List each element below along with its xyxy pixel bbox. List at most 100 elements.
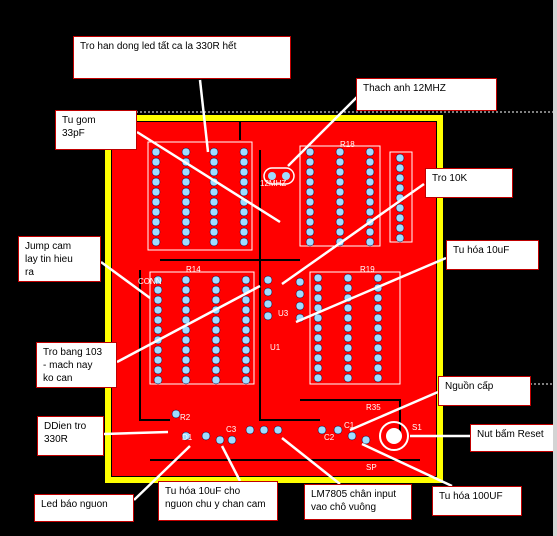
pcb-pad (151, 237, 161, 247)
pcb-pad (209, 147, 219, 157)
pcb-pad (151, 207, 161, 217)
pcb-pad (241, 355, 251, 365)
silk-c3: C3 (226, 425, 237, 434)
pcb-pad (151, 147, 161, 157)
pcb-pad (395, 153, 405, 163)
pcb-pad (373, 353, 383, 363)
pcb-pad (347, 431, 357, 441)
pcb-pad (259, 425, 269, 435)
pcb-pad (153, 305, 163, 315)
pcb-pad (335, 217, 345, 227)
pcb-pad (151, 187, 161, 197)
pcb-pad (211, 285, 221, 295)
pcb-pad (343, 323, 353, 333)
pcb-pad (181, 375, 191, 385)
pcb-pad (373, 343, 383, 353)
pcb-pad (209, 167, 219, 177)
pointer (349, 390, 439, 432)
pcb-pad (181, 365, 191, 375)
trace (139, 270, 170, 421)
pcb-pad (395, 173, 405, 183)
pcb-pad (335, 227, 345, 237)
pcb-pad (181, 431, 191, 441)
pcb-pad (317, 425, 327, 435)
annotation-res-103: Tro bang 103 - mach nay ko can (36, 342, 117, 388)
pcb-pad (295, 277, 305, 287)
pcb-pad (239, 187, 249, 197)
pcb-pad (209, 227, 219, 237)
pcb-pad (333, 425, 343, 435)
pcb-pad (365, 237, 375, 247)
pcb-pad (373, 323, 383, 333)
silk-r18: R18 (340, 140, 355, 149)
pcb-pad (211, 345, 221, 355)
pcb-pad (313, 323, 323, 333)
pcb-pad (245, 425, 255, 435)
annotation-jumper: Jump cam lay tin hieu ra (18, 236, 101, 282)
silk-sp: SP (366, 463, 377, 472)
reset-button-component (379, 421, 409, 451)
pcb-pad (395, 233, 405, 243)
pcb-pad (305, 187, 315, 197)
pcb-pad (181, 197, 191, 207)
pcb-pad (209, 237, 219, 247)
pcb-pad (373, 373, 383, 383)
pcb-pad (263, 287, 273, 297)
pcb-pad (239, 157, 249, 167)
pcb-pad (365, 147, 375, 157)
pcb-pad (239, 237, 249, 247)
annotation-cap-33pf: Tu gom 33pF (55, 110, 137, 150)
pcb-pad (241, 335, 251, 345)
pcb-pad (305, 197, 315, 207)
pcb-pad (343, 373, 353, 383)
pcb-pad (211, 335, 221, 345)
annotation-crystal: Thach anh 12MHZ (356, 78, 497, 111)
pcb-pad (263, 311, 273, 321)
pcb-pad (335, 197, 345, 207)
pcb-pad (313, 353, 323, 363)
board-outline (105, 115, 443, 483)
pointer (133, 445, 191, 501)
pcb-pad (313, 293, 323, 303)
silk-conn: CONN (138, 277, 162, 286)
annotation-power-led: Led báo nguon (34, 494, 134, 522)
pcb-pad (209, 187, 219, 197)
silk-r35: R35 (366, 403, 381, 412)
pcb-pad (211, 295, 221, 305)
silk-c2: C2 (324, 433, 335, 442)
pcb-pad (241, 275, 251, 285)
pcb-pad (295, 301, 305, 311)
component-outline (149, 271, 255, 385)
component-outline (309, 271, 401, 385)
crystal-component (263, 167, 295, 185)
pcb-pad (181, 275, 191, 285)
pcb-pad (181, 295, 191, 305)
pcb-pad (395, 213, 405, 223)
pcb-pad (335, 177, 345, 187)
pcb-pad (273, 425, 283, 435)
window-scrollbar[interactable] (553, 0, 557, 536)
pcb-pad (211, 325, 221, 335)
pointer (361, 442, 453, 488)
pcb-pad (153, 375, 163, 385)
pcb-pad (343, 363, 353, 373)
pcb-pad (227, 435, 237, 445)
annotation-lm7805: LM7805 chân input vao chô vuông (304, 484, 412, 520)
pcb-pad (211, 275, 221, 285)
pcb-pad (209, 217, 219, 227)
silk-u1: U1 (270, 343, 281, 352)
pcb-pad (181, 335, 191, 345)
pcb-pad (335, 207, 345, 217)
pcb-pad (343, 303, 353, 313)
pointer (136, 130, 281, 224)
pcb-pad (181, 227, 191, 237)
pcb-pad (373, 333, 383, 343)
pointer (295, 256, 447, 324)
pcb-pad (335, 187, 345, 197)
pcb-pad (305, 207, 315, 217)
pcb-pad (209, 157, 219, 167)
pcb-pad (295, 289, 305, 299)
pcb-pad (305, 177, 315, 187)
silk-s1: S1 (412, 423, 422, 432)
